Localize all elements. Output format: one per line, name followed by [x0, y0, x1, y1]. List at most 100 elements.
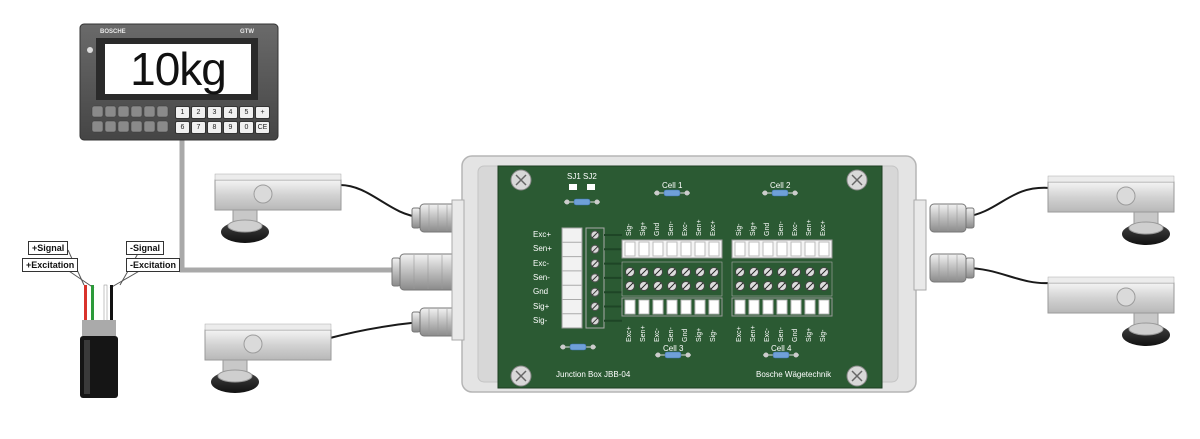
screw-slot — [515, 174, 527, 186]
resistor-pad — [560, 344, 566, 350]
screw-slot — [591, 231, 599, 239]
main-terminal-label: Exc+ — [533, 230, 552, 239]
cell-pin-label: Exc- — [792, 222, 799, 236]
load-cell-foot-cap — [217, 369, 253, 383]
junction-box-model: Junction Box JBB-04 — [556, 370, 631, 379]
main-terminal-block — [561, 227, 583, 329]
indicator-cable — [179, 140, 400, 273]
screw-slot — [806, 282, 814, 290]
main-terminal-label: Sen+ — [533, 244, 552, 254]
jumper-sj2: SJ2 — [583, 172, 597, 181]
screw-slot — [640, 268, 648, 276]
label-plus-signal: +Signal — [28, 241, 69, 255]
numeric-key[interactable]: 8 — [207, 121, 222, 134]
cell-pin-label: Sig+ — [806, 327, 813, 342]
load-cell-hole — [1116, 287, 1136, 307]
indicator-keypad — [91, 105, 169, 133]
terminal-slot — [818, 299, 830, 315]
cell-pin-label: Sen+ — [640, 325, 647, 342]
cell-pin-label: Sen- — [668, 221, 675, 236]
cell-pin-label: Gnd — [682, 328, 689, 342]
terminal-slot — [790, 299, 802, 315]
screw-slot — [710, 268, 718, 276]
terminal-slot — [652, 299, 664, 315]
cable-cell-3 — [329, 321, 421, 339]
screw-block — [621, 261, 723, 297]
screw-slot — [668, 282, 676, 290]
screw-slot — [626, 282, 634, 290]
load-cell-foot-cap — [1128, 221, 1164, 235]
cable-cross-section — [59, 249, 149, 398]
terminal-slot — [624, 299, 636, 315]
screw-slot — [682, 268, 690, 276]
function-key — [91, 120, 104, 133]
enclosure-flange-left — [451, 199, 465, 341]
numeric-key[interactable]: 9 — [223, 121, 238, 134]
jumper-sj2-pad — [587, 184, 595, 190]
numeric-key[interactable]: 3 — [207, 106, 222, 119]
resistor-pad — [594, 199, 600, 205]
cell-pin-label: Sig- — [626, 223, 633, 236]
resistor-pad — [590, 344, 596, 350]
jumper-sj1: SJ1 — [567, 172, 581, 181]
numeric-key[interactable]: 5 — [239, 106, 254, 119]
screw-slot — [668, 268, 676, 276]
function-key — [143, 120, 156, 133]
numeric-key[interactable]: 1 — [175, 106, 190, 119]
load-cell-foot-cap — [227, 219, 263, 233]
numeric-key[interactable]: 4 — [223, 106, 238, 119]
numeric-key[interactable]: 7 — [191, 121, 206, 134]
numeric-key[interactable]: + — [255, 106, 270, 119]
load-cell-hole — [243, 334, 263, 354]
load-cell-2 — [1047, 175, 1175, 245]
cell-pin-label: Sen+ — [696, 219, 703, 236]
resistor-pad — [792, 190, 798, 196]
cell-pin-label: Gnd — [764, 222, 771, 236]
screw-slot — [764, 268, 772, 276]
function-key — [117, 105, 130, 118]
label-plus-excitation: +Excitation — [22, 258, 79, 272]
gland-nut — [411, 311, 421, 333]
terminal-slot — [694, 241, 706, 257]
cell-pin-label: Exc+ — [710, 220, 717, 236]
terminal-slot — [638, 241, 650, 257]
screw-slot — [591, 303, 599, 310]
function-key — [143, 105, 156, 118]
numeric-key[interactable]: 2 — [191, 106, 206, 119]
screw-slot — [640, 282, 648, 290]
resistor-pad — [763, 352, 769, 358]
cell-pin-label: Exc- — [764, 328, 771, 342]
jumper-sj1-pad — [569, 184, 577, 190]
terminal-slot — [708, 299, 720, 315]
terminal-slot — [748, 299, 760, 315]
terminal-slot — [680, 299, 692, 315]
cell-pin-label: Sig- — [710, 329, 717, 342]
cell-3-title: Cell 3 — [663, 344, 684, 353]
screw-slot — [820, 282, 828, 290]
screw-slot — [591, 288, 599, 296]
gland-nut — [391, 257, 401, 287]
terminal-slot — [624, 241, 636, 257]
cell-pin-label: Sig- — [820, 329, 827, 342]
numeric-key[interactable]: 6 — [175, 121, 190, 134]
terminal-slot — [638, 299, 650, 315]
label-minus-excitation: -Excitation — [126, 258, 181, 272]
terminal-slot — [818, 241, 830, 257]
screw-slot — [654, 268, 662, 276]
load-cell-body — [204, 329, 332, 361]
screw-slot — [851, 174, 863, 186]
indicator-model: GTW — [240, 29, 254, 35]
screw-slot — [820, 268, 828, 276]
numeric-key[interactable]: CE — [255, 121, 270, 134]
gland-nut — [411, 207, 421, 229]
numeric-key[interactable]: 0 — [239, 121, 254, 134]
screw-slot — [591, 245, 599, 253]
resistor-pad — [655, 352, 661, 358]
terminal-slot — [762, 241, 774, 257]
cell-pin-label: Sig+ — [750, 221, 757, 236]
cell-pin-label: Gnd — [792, 328, 799, 342]
screw-slot — [750, 268, 758, 276]
terminal-slot — [734, 241, 746, 257]
function-key — [104, 120, 117, 133]
resistor-pad — [564, 199, 570, 205]
